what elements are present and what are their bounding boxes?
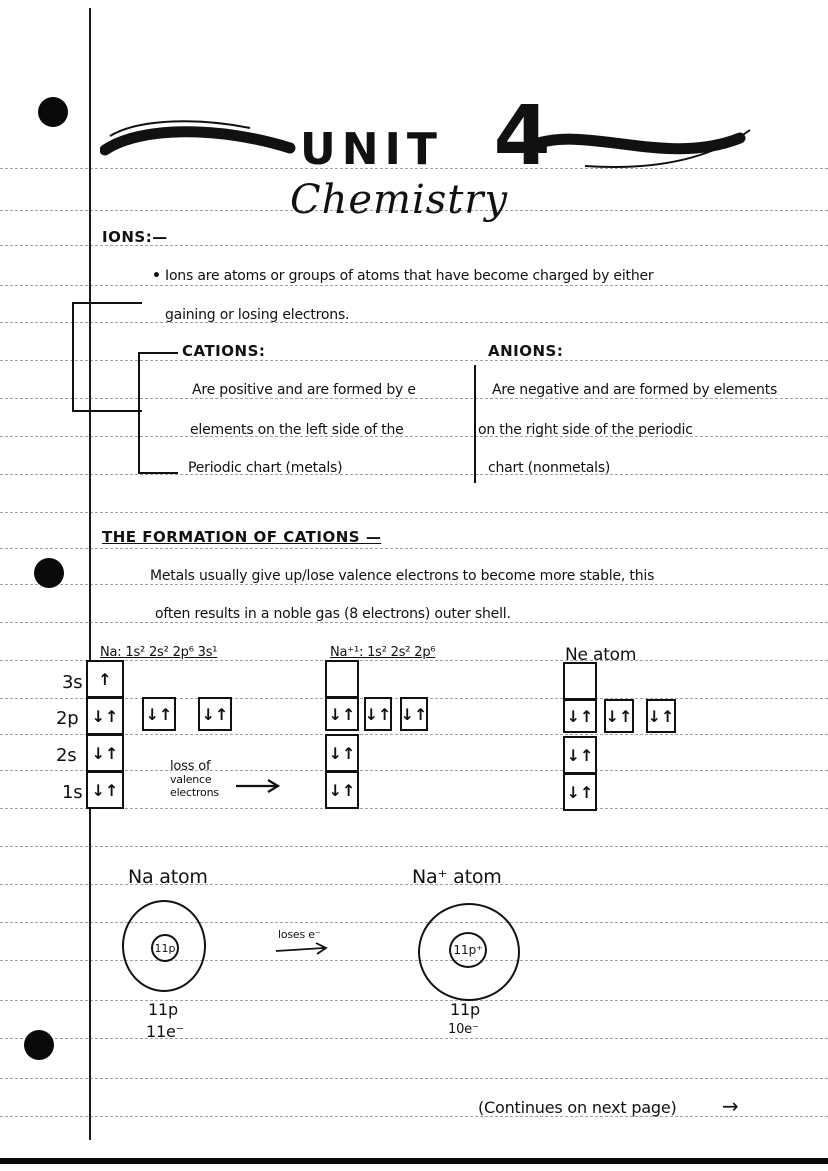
na-ion-electrons: 10e⁻ bbox=[448, 1022, 479, 1037]
na-3s-orbital: ↑ bbox=[86, 660, 124, 698]
cations-line1: Are positive and are formed by e bbox=[192, 382, 416, 398]
margin-line bbox=[89, 8, 91, 1140]
level-2p-label: 2p bbox=[56, 708, 79, 729]
cations-heading: CATIONS: bbox=[182, 342, 266, 360]
level-3s-label: 3s bbox=[62, 672, 83, 693]
na-ion-2s-orbital: ↓↑ bbox=[325, 734, 359, 772]
na-1s-orbital: ↓↑ bbox=[86, 771, 124, 809]
level-2s-label: 2s bbox=[56, 745, 77, 766]
title-swash-right-icon bbox=[525, 129, 751, 168]
column-divider bbox=[474, 365, 476, 483]
na-ion-nucleus: 11p⁺ bbox=[449, 932, 487, 968]
arrow-right-icon bbox=[236, 779, 281, 793]
continue-note: (Continues on next page) bbox=[478, 1098, 677, 1117]
page-title-unit: UNIT 4 bbox=[300, 96, 551, 178]
ne-2s-orbital: ↓↑ bbox=[563, 736, 597, 774]
ne-3s-orbital bbox=[563, 662, 597, 700]
na-config-label: Na: 1s² 2s² 2p⁶ 3s¹ bbox=[100, 645, 218, 660]
na-ion-2p-orbital-1: ↓↑ bbox=[325, 697, 359, 731]
ne-1s-orbital: ↓↑ bbox=[563, 773, 597, 811]
anions-heading: ANIONS: bbox=[488, 342, 564, 360]
na-2s-orbital: ↓↑ bbox=[86, 734, 124, 772]
na-ion-atom-shell bbox=[418, 903, 520, 1001]
na-protons: 11p bbox=[148, 1000, 178, 1019]
loses-electron-label: loses e⁻ bbox=[278, 928, 321, 941]
na-nucleus: 11p bbox=[151, 934, 179, 962]
page-bottom-edge bbox=[0, 1158, 828, 1164]
na-ion-2p-orbital-3: ↓↑ bbox=[400, 697, 428, 731]
na-ion-protons: 11p bbox=[450, 1000, 480, 1019]
continue-arrow-icon: → bbox=[722, 1094, 739, 1118]
na-ion-atom-label: Na⁺ atom bbox=[412, 866, 502, 888]
ions-definition-line1: • Ions are atoms or groups of atoms that… bbox=[152, 268, 654, 284]
punch-hole-middle bbox=[34, 558, 64, 588]
ne-2p-orbital-1: ↓↑ bbox=[563, 699, 597, 733]
na-atom-label: Na atom bbox=[128, 866, 208, 888]
page-subtitle: Chemistry bbox=[290, 177, 509, 223]
level-1s-label: 1s bbox=[62, 782, 83, 803]
cations-bracket bbox=[138, 352, 178, 474]
punch-hole-top bbox=[38, 97, 68, 127]
cations-line2: elements on the left side of the bbox=[190, 422, 404, 438]
outer-bracket bbox=[72, 302, 142, 412]
anions-line2: on the right side of the periodic bbox=[478, 422, 693, 438]
ions-definition-line2: gaining or losing electrons. bbox=[165, 307, 350, 323]
anions-line3: chart (nonmetals) bbox=[488, 460, 611, 476]
na-atom-shell bbox=[122, 900, 206, 992]
punch-hole-bottom bbox=[24, 1030, 54, 1060]
na-ion-3s-orbital bbox=[325, 660, 359, 698]
na-2p-orbital-2: ↓↑ bbox=[142, 697, 176, 731]
na-ion-1s-orbital: ↓↑ bbox=[325, 771, 359, 809]
unit-label: UNIT bbox=[300, 124, 443, 175]
na-ion-2p-orbital-2: ↓↑ bbox=[364, 697, 392, 731]
na-electrons: 11e⁻ bbox=[146, 1022, 184, 1041]
ions-heading: IONS:— bbox=[102, 228, 168, 246]
ne-label: Ne atom bbox=[565, 645, 637, 665]
formation-heading: THE FORMATION OF CATIONS — bbox=[102, 528, 382, 546]
ne-2p-orbital-2: ↓↑ bbox=[604, 699, 634, 733]
title-swash-left-icon bbox=[100, 120, 296, 156]
cations-line3: Periodic chart (metals) bbox=[188, 460, 343, 476]
arrow-right-icon bbox=[275, 942, 328, 955]
formation-line2: often results in a noble gas (8 electron… bbox=[155, 606, 511, 622]
na-ion-config-label: Na⁺¹: 1s² 2s² 2p⁶ bbox=[330, 645, 436, 660]
anions-line1: Are negative and are formed by elements bbox=[492, 382, 778, 398]
bullet-icon: • bbox=[152, 268, 161, 284]
formation-line1: Metals usually give up/lose valence elec… bbox=[150, 568, 655, 584]
loss-note: loss of valence electrons bbox=[170, 759, 219, 799]
na-2p-orbital-3: ↓↑ bbox=[198, 697, 232, 731]
ne-2p-orbital-3: ↓↑ bbox=[646, 699, 676, 733]
unit-number: 4 bbox=[493, 89, 551, 184]
na-2p-orbital-1: ↓↑ bbox=[86, 697, 124, 735]
